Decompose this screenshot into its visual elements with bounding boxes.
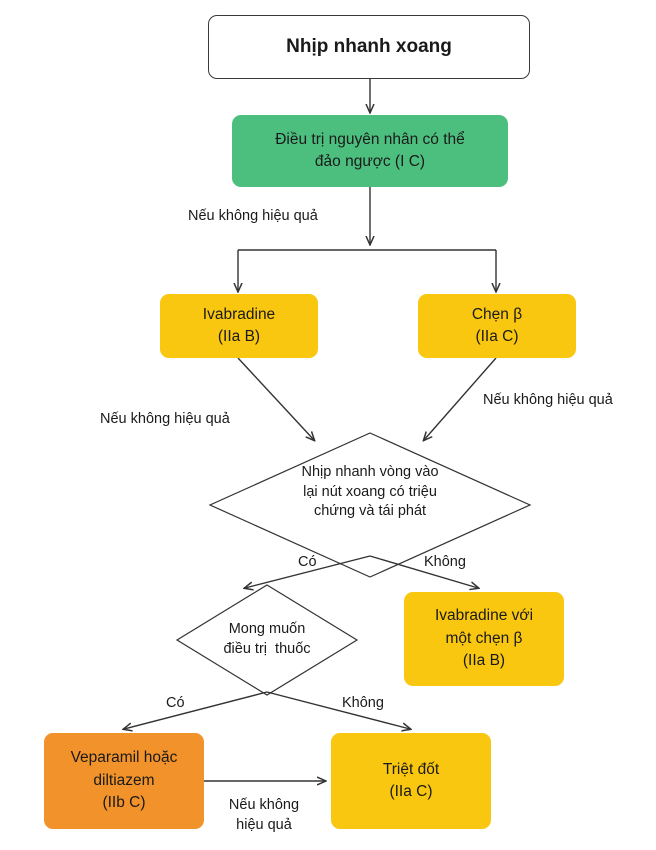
decision-drug-text: Mong muốn điều trị thuốc	[197, 620, 337, 659]
decision-reentry-diamond	[208, 432, 532, 578]
decision-reentry-line-2: lại nút xoang có triệu	[303, 483, 437, 500]
arrow-beta-blocker-to-decision	[424, 357, 497, 440]
ivabradine-beta-line-3: (IIa B)	[462, 652, 506, 670]
decision-drug-line-2: điều trị thuốc	[223, 640, 311, 657]
label-reentry-yes: Có	[298, 554, 317, 570]
reversible-cause-line-1: Điều trị nguyên nhân có thể	[275, 130, 465, 148]
label-if-ineffective-left: Nếu không hiệu quả	[100, 411, 230, 427]
decision-reentry-line-3: chứng và tái phát	[313, 503, 427, 520]
decision-reentry-text: Nhịp nhanh vòng vào lại nút xoang có tri…	[270, 463, 470, 522]
ivabradine-beta-line-1: Ivabradine với	[434, 607, 534, 625]
ablation-line-2: (IIa C)	[389, 783, 433, 800]
arrow-reentry-yes	[245, 555, 371, 588]
ivabradine-line-2: (IIa B)	[217, 328, 261, 345]
decision-drug-line-1: Mong muốn	[228, 621, 306, 637]
beta-blocker-node: Chẹn β (IIa C)	[418, 294, 576, 358]
label-reentry-no: Không	[424, 554, 466, 570]
label-if-ineffective-bottom-line-1: Nếu không	[228, 797, 300, 813]
reversible-cause-node: Điều trị nguyên nhân có thể đảo ngược (I…	[232, 115, 508, 187]
ivabradine-line-1: Ivabradine	[202, 305, 276, 323]
reversible-cause-line-2: đảo ngược (I C)	[314, 153, 426, 170]
ivabradine-node: Ivabradine (IIa B)	[160, 294, 318, 358]
arrow-drug-yes	[124, 691, 268, 729]
beta-blocker-line-2: (IIa C)	[475, 328, 519, 345]
label-if-ineffective-bottom: Nếu không hiệu quả	[204, 796, 324, 835]
verapamil-line-1: Veparamil hoặc	[70, 749, 178, 767]
ivabradine-beta-node: Ivabradine với một chẹn β (IIa B)	[404, 592, 564, 686]
verapamil-node: Veparamil hoặc diltiazem (IIb C)	[44, 733, 204, 829]
ablation-line-1: Triệt đốt	[382, 760, 440, 778]
label-drug-yes: Có	[166, 695, 185, 711]
beta-blocker-line-1: Chẹn β	[471, 305, 523, 323]
label-if-ineffective-bottom-line-2: hiệu quả	[236, 816, 292, 833]
label-drug-no: Không	[342, 695, 384, 711]
ivabradine-beta-line-2: một chẹn β	[445, 629, 523, 647]
decision-reentry-line-1: Nhịp nhanh vòng vào	[301, 464, 439, 480]
decision-drug-diamond	[175, 584, 359, 696]
ablation-node: Triệt đốt (IIa C)	[331, 733, 491, 829]
start-node-text: Nhịp nhanh xoang	[286, 36, 452, 58]
arrow-reentry-no	[369, 555, 478, 588]
verapamil-line-3: (IIb C)	[102, 794, 146, 812]
label-if-ineffective-top: Nếu không hiệu quả	[188, 208, 318, 224]
arrow-ivabradine-to-decision	[237, 357, 314, 440]
verapamil-line-2: diltiazem	[93, 771, 155, 789]
label-if-ineffective-right: Nếu không hiệu quả	[483, 392, 613, 408]
arrow-drug-no	[266, 691, 410, 729]
start-node: Nhịp nhanh xoang	[208, 15, 530, 79]
